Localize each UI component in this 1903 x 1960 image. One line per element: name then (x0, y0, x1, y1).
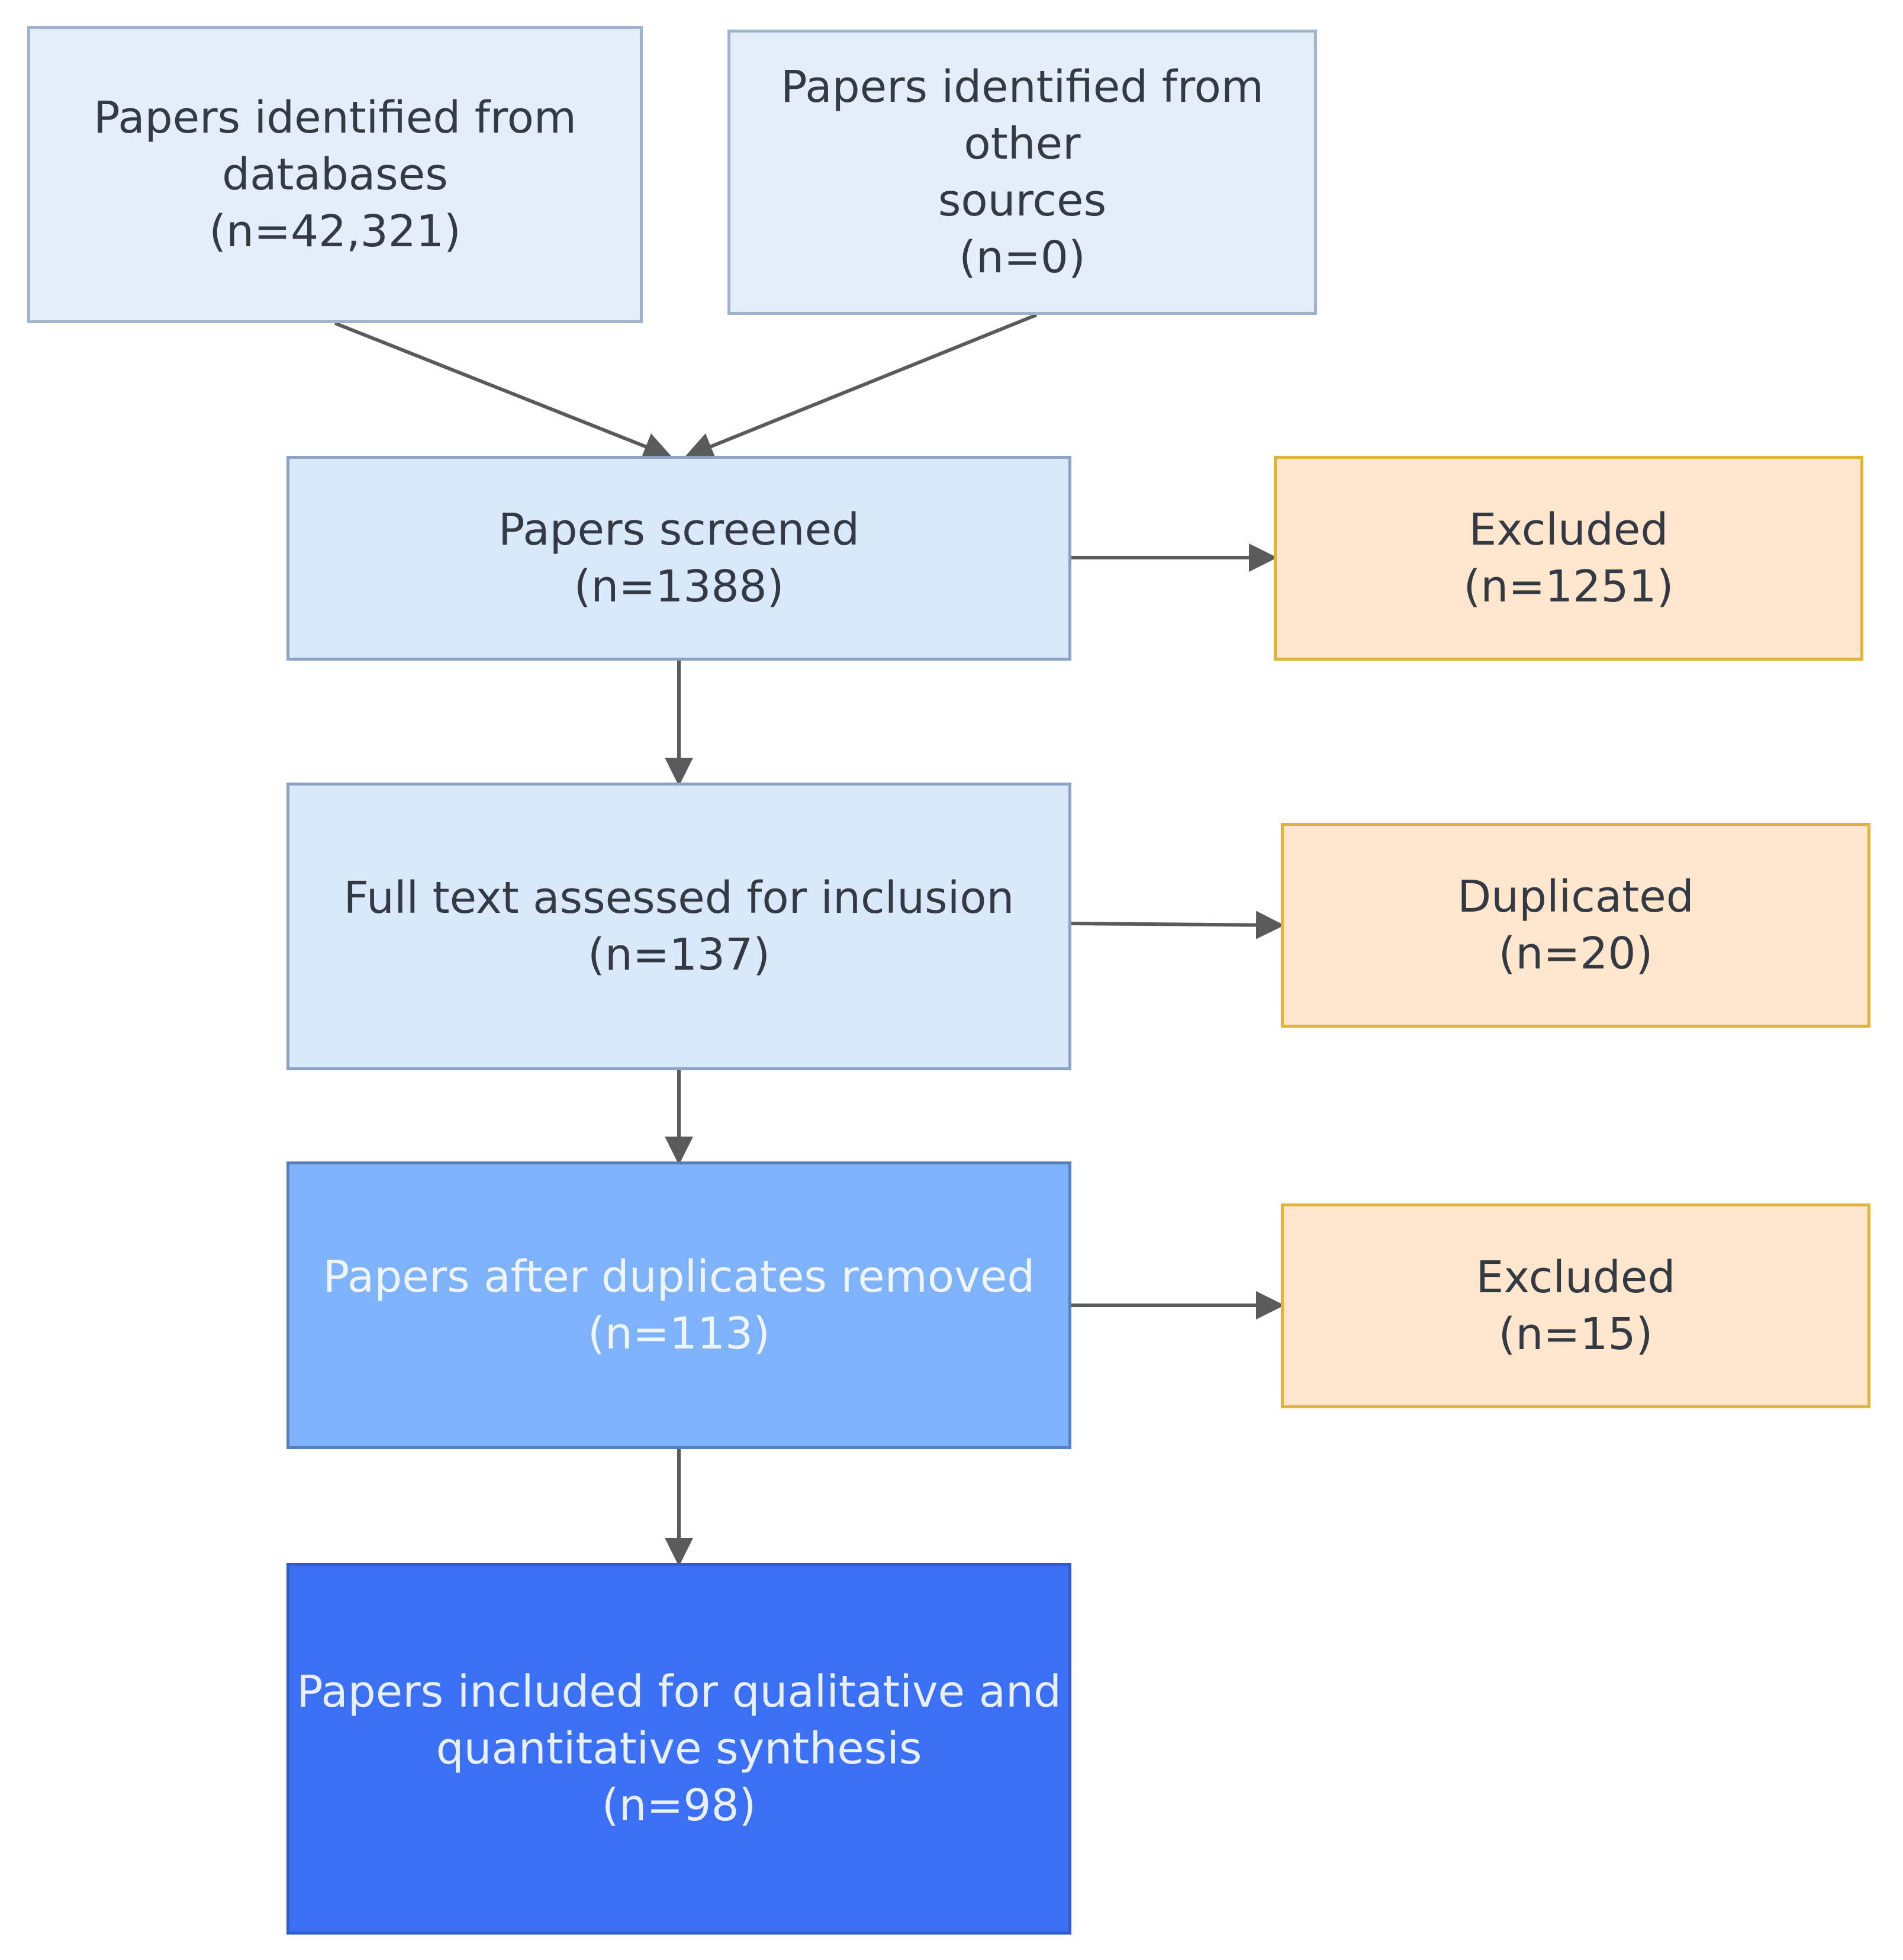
included-box: Papers included for qualitative and quan… (286, 1563, 1071, 1935)
arrow-full-text-to-duplicated (1071, 910, 1284, 939)
databases-count: (n=42,321) (209, 206, 461, 257)
screened-box: Papers screened (n=1388) (286, 456, 1071, 661)
excluded-final-label: Excluded (1476, 1252, 1676, 1303)
other-sources-count: (n=0) (959, 232, 1086, 283)
screened-label: Papers screened (498, 504, 860, 555)
excluded-final-box: Excluded (n=15) (1281, 1203, 1870, 1408)
included-line2: quantitative synthesis (436, 1723, 922, 1774)
full-text-label: Full text assessed for inclusion (343, 873, 1015, 923)
databases-line2: databases (222, 149, 448, 200)
arrow-other-sources-to-screened (684, 313, 1038, 460)
other-sources-box: Papers identified from other sources (n=… (727, 30, 1317, 315)
other-sources-line2: sources (938, 175, 1107, 226)
excluded-screen-label: Excluded (1469, 504, 1669, 555)
after-duplicates-box: Papers after duplicates removed (n=113) (286, 1161, 1071, 1449)
excluded-screen-box: Excluded (n=1251) (1274, 456, 1863, 661)
duplicated-count: (n=20) (1498, 928, 1653, 979)
databases-box: Papers identified from databases (n=42,3… (27, 26, 643, 323)
screened-count: (n=1388) (574, 561, 784, 612)
after-duplicates-count: (n=113) (588, 1308, 770, 1359)
databases-line1: Papers identified from (93, 92, 577, 143)
arrow-databases-to-screened (334, 321, 672, 460)
duplicated-box: Duplicated (n=20) (1281, 823, 1870, 1028)
excluded-final-count: (n=15) (1498, 1309, 1653, 1360)
included-line1: Papers included for qualitative and (297, 1666, 1061, 1717)
full-text-box: Full text assessed for inclusion (n=137) (286, 783, 1071, 1070)
included-count: (n=98) (601, 1780, 756, 1831)
after-duplicates-label: Papers after duplicates removed (323, 1251, 1035, 1302)
duplicated-label: Duplicated (1457, 871, 1694, 922)
excluded-screen-count: (n=1251) (1463, 561, 1674, 612)
other-sources-line1: Papers identified from other (780, 62, 1264, 169)
full-text-count: (n=137) (588, 929, 770, 980)
